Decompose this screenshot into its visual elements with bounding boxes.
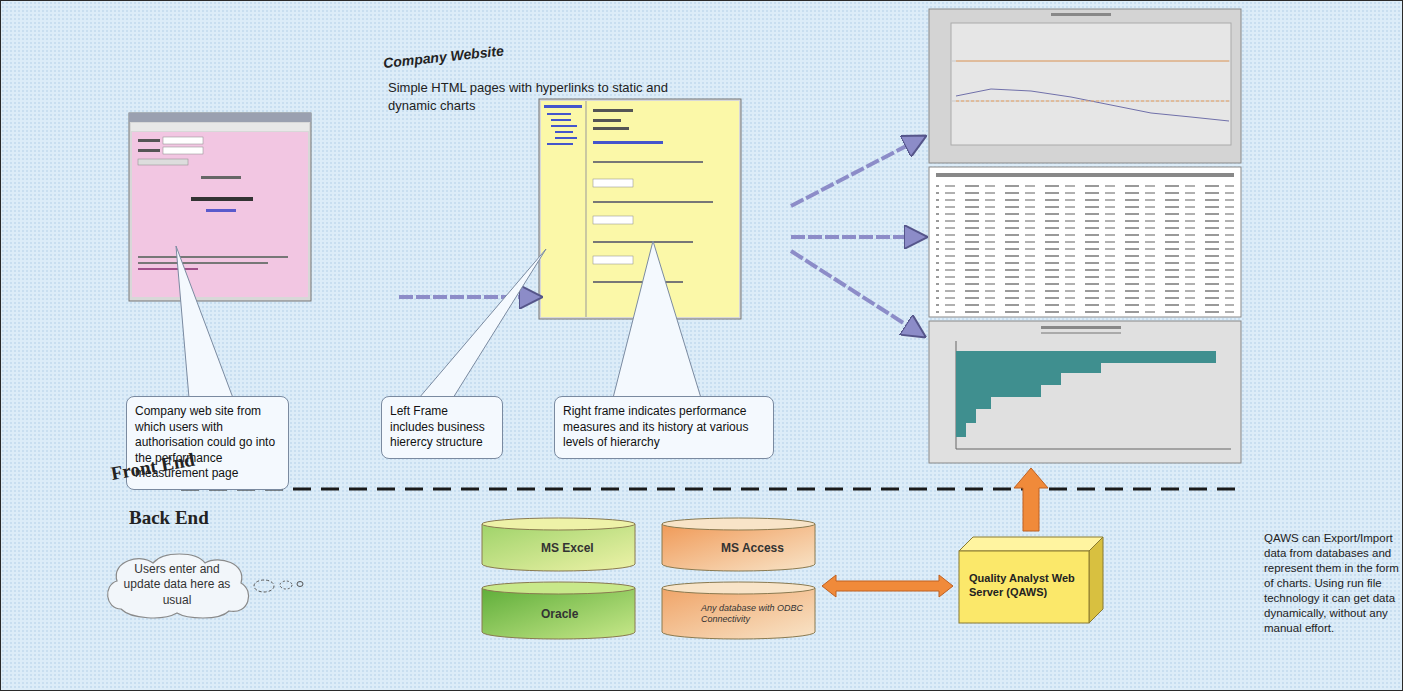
double-arrow [822, 575, 953, 597]
note-text: QAWS can Export/Import data from databas… [1264, 531, 1400, 636]
database-cylinder: Oracle [481, 581, 636, 639]
node-text: Quality Analyst Web Server (QAWS) [969, 572, 1081, 600]
database-cylinder: Any database with ODBC Connectivity [661, 581, 816, 639]
node-text: Users enter and update data here as usua… [123, 562, 231, 609]
node-text: Left Frame includes business hierercy st… [390, 404, 494, 451]
node-text: Any database with ODBC Connectivity [701, 603, 806, 625]
callout-box: Right frame indicates performance measur… [554, 396, 774, 459]
database-cylinder: MS Excel [481, 517, 636, 571]
note-text: Simple HTML pages with hyperlinks to sta… [388, 79, 718, 114]
database-cylinder: MS Access [661, 517, 816, 571]
section-label: Back End [129, 507, 269, 529]
node-text: MS Access [721, 541, 784, 555]
node-text: Right frame indicates performance measur… [563, 404, 765, 451]
server-box: Quality Analyst Web Server (QAWS) [959, 537, 1103, 623]
diagram-title: Company Website [382, 42, 504, 71]
user-cloud: Users enter and update data here as usua… [101, 553, 253, 617]
node-text: MS Excel [541, 541, 594, 555]
callout-box: Left Frame includes business hierercy st… [381, 396, 503, 459]
node-text: Oracle [541, 607, 578, 621]
